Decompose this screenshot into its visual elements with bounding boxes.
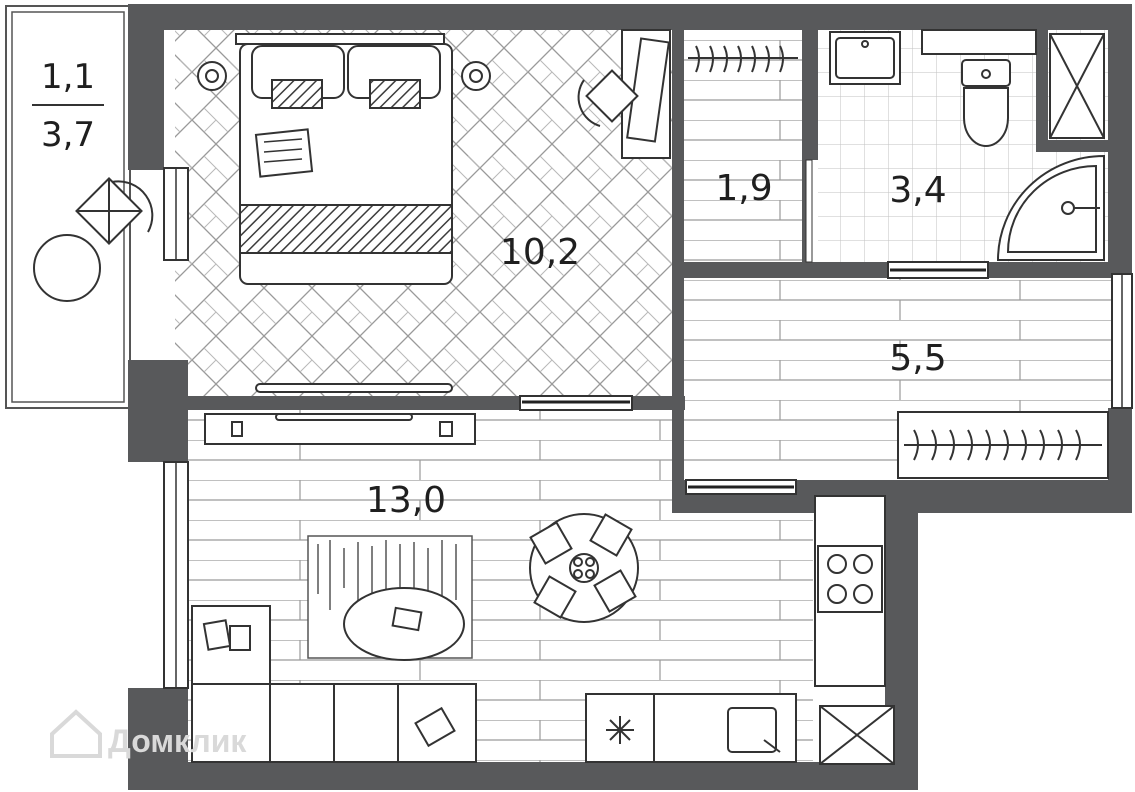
wardrobe-floor [682,30,802,262]
hallway-closet-icon [897,411,1109,479]
hallway-area: 5,5 [889,338,946,379]
balcony-chair-icon [75,177,154,245]
nightstand-right-icon [461,61,491,91]
watermark: Домклик [50,709,247,759]
ventilation-shaft-icon [1049,33,1105,139]
watermark-text: Домклик [108,723,247,759]
sofa-icon [191,605,477,763]
bedroom-tv-icon [255,383,453,393]
door-leaves [522,268,986,489]
nightstand-left-icon [197,61,227,91]
bathroom-area: 3,4 [889,170,946,211]
coffee-table-icon [343,587,465,661]
sink-icon [829,31,901,85]
walls [128,4,1132,790]
fridge-icon [585,693,655,763]
house-logo-icon [50,709,102,758]
windows [163,167,1133,689]
shower-icon [996,154,1105,261]
desk-icon [621,29,671,159]
stove-icon [814,495,886,687]
desk-chair-icon [577,69,639,127]
kitchen-vent-shaft-icon [819,705,895,765]
bedroom-area: 10,2 [500,232,580,273]
balcony-area-top: 1,1 [41,57,95,97]
balcony-area-bottom: 3,7 [41,115,95,155]
balcony-area: 1,1 3,7 [32,57,104,155]
tv-stand-icon [204,413,476,445]
shelf-icon [921,29,1037,55]
dining-chairs-icon [529,513,637,619]
bed-icon [235,33,453,285]
wardrobe-rail-icon [688,45,798,73]
toilet-icon [961,59,1011,147]
kitchen-sink-icon [727,707,781,753]
wardrobe-area: 1,9 [715,168,772,209]
living-kitchen-area: 13,0 [366,480,446,521]
balcony-table-icon [33,234,101,302]
